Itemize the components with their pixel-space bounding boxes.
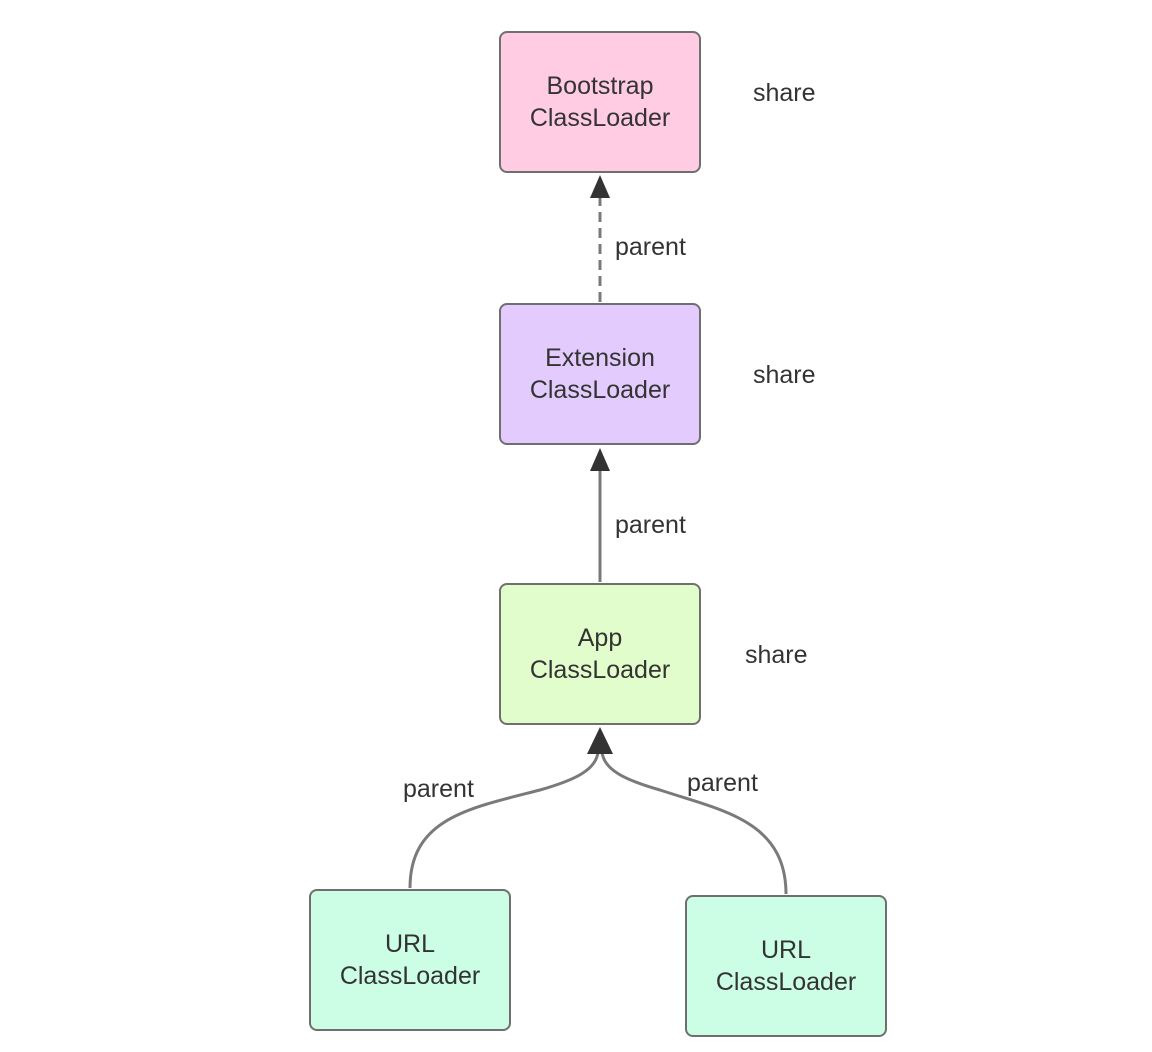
edge-url-left-to-app: [408, 751, 600, 889]
share-label-app: share: [745, 641, 808, 669]
extension-node-line1: Extension: [545, 344, 655, 372]
edge-label-url-left-to-app: parent: [403, 775, 474, 803]
share-label-bootstrap: share: [753, 79, 816, 107]
extension-classloader-node: Extension ClassLoader: [499, 303, 701, 445]
app-classloader-node: App ClassLoader: [499, 583, 701, 725]
arrowhead-app: [587, 727, 613, 754]
edge-label-url-right-to-app: parent: [687, 769, 758, 797]
arrowhead-extension: [590, 448, 610, 471]
share-label-extension: share: [753, 361, 816, 389]
url-right-node-line2: ClassLoader: [715, 968, 857, 996]
edge-label-extension-to-bootstrap: parent: [615, 233, 686, 261]
url-left-node-line2: ClassLoader: [339, 962, 481, 990]
url-right-node-line1: URL: [760, 936, 811, 964]
arrowhead-bootstrap: [590, 175, 610, 198]
extension-node-line2: ClassLoader: [529, 376, 671, 404]
app-node-line1: App: [577, 624, 623, 652]
app-node-line2: ClassLoader: [529, 656, 671, 684]
edge-url-right-to-app: [600, 751, 788, 895]
url-classloader-right-node: URL ClassLoader: [685, 895, 887, 1037]
edge-label-app-to-extension: parent: [615, 511, 686, 539]
bootstrap-classloader-node: Bootstrap ClassLoader: [499, 31, 701, 173]
url-classloader-left-node: URL ClassLoader: [309, 889, 511, 1031]
url-left-node-line1: URL: [384, 930, 435, 958]
bootstrap-node-line2: ClassLoader: [529, 104, 671, 132]
bootstrap-node-line1: Bootstrap: [546, 72, 654, 100]
